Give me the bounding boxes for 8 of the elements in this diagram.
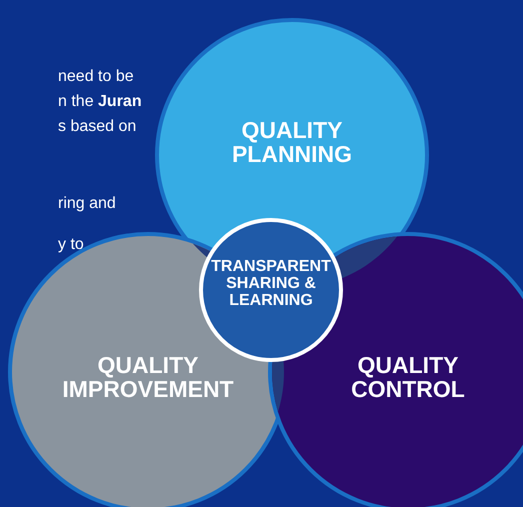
body-text: n the Juran [58,93,142,111]
body-text: need to be [58,68,134,86]
circle-title: QUALITY PLANNING [207,118,377,166]
body-text: y to [58,236,84,254]
body-text: s based on [58,118,136,136]
circle-title: QUALITY CONTROL [323,352,493,402]
circle-title: QUALITY IMPROVEMENT [48,352,248,402]
body-text: ring and [58,195,116,213]
